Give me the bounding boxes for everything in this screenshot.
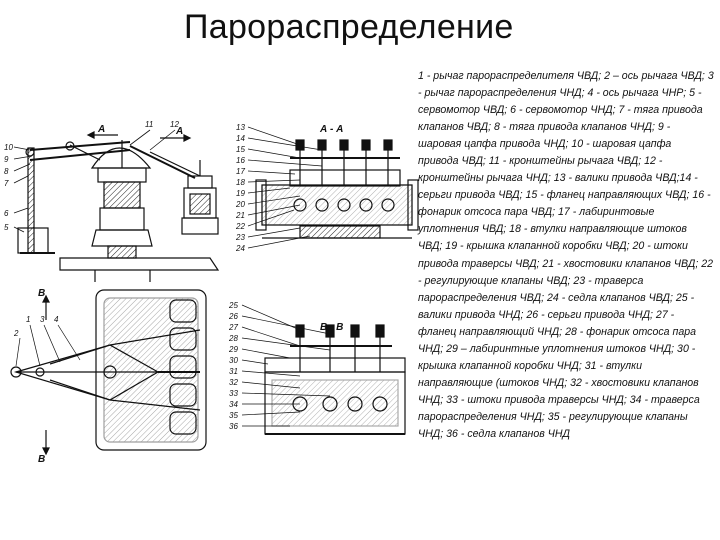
side-view-callouts: 10 9 8 7 6 5 11 12 — [4, 120, 179, 233]
callout-18: 18 — [236, 178, 245, 187]
callout-34: 34 — [229, 400, 238, 409]
callout-28: 28 — [228, 334, 238, 343]
plan-view-callouts: 1 2 3 4 — [13, 315, 81, 367]
callout-26: 26 — [228, 312, 238, 321]
callout-22: 22 — [235, 222, 245, 231]
section-label-a-a: А - А — [319, 124, 343, 135]
callout-10: 10 — [4, 143, 13, 152]
cut-marker-a-left: А — [97, 124, 105, 135]
callout-32: 32 — [229, 378, 238, 387]
callout-6: 6 — [4, 209, 9, 218]
callout-7: 7 — [4, 179, 9, 188]
callout-36: 36 — [229, 422, 238, 431]
section-a-a-callouts: 13 14 15 16 17 18 19 20 21 22 23 24 — [235, 123, 323, 253]
side-view — [17, 131, 220, 282]
cut-marker-b-top: В — [38, 288, 45, 299]
callout-2: 2 — [13, 329, 19, 338]
section-label-b-b: В - В — [320, 322, 343, 333]
callout-30: 30 — [229, 356, 238, 365]
callout-1: 1 — [26, 315, 30, 324]
callout-17: 17 — [236, 167, 245, 176]
callout-4: 4 — [54, 315, 59, 324]
callout-12: 12 — [170, 120, 179, 129]
plan-view — [10, 289, 207, 456]
callout-11: 11 — [145, 120, 153, 129]
callout-29: 29 — [228, 345, 238, 354]
callout-23: 23 — [235, 233, 245, 242]
callout-16: 16 — [236, 156, 245, 165]
callout-24: 24 — [235, 244, 245, 253]
parts-legend: 1 - рычаг парораспределителя ЧВД; 2 – ос… — [418, 70, 714, 440]
callout-20: 20 — [235, 200, 245, 209]
callout-5: 5 — [4, 223, 9, 232]
callout-8: 8 — [4, 167, 9, 176]
callout-14: 14 — [236, 134, 245, 143]
callout-15: 15 — [236, 145, 245, 154]
callout-21: 21 — [235, 211, 245, 220]
callout-35: 35 — [229, 411, 238, 420]
cut-marker-b-bottom: В — [38, 454, 45, 465]
callout-31: 31 — [229, 367, 238, 376]
cut-marker-a-right: А — [175, 126, 183, 137]
section-a-a-view — [255, 139, 419, 239]
callout-19: 19 — [236, 189, 245, 198]
callout-25: 25 — [228, 301, 238, 310]
callout-3: 3 — [40, 315, 45, 324]
callout-9: 9 — [4, 155, 9, 164]
callout-27: 27 — [228, 323, 238, 332]
callout-13: 13 — [236, 123, 245, 132]
section-b-b-callouts: 25 26 27 28 29 30 31 32 33 34 35 36 — [228, 301, 331, 431]
callout-33: 33 — [229, 389, 238, 398]
slide-title: Парораспределение — [184, 8, 514, 46]
section-b-b-view — [264, 324, 406, 435]
